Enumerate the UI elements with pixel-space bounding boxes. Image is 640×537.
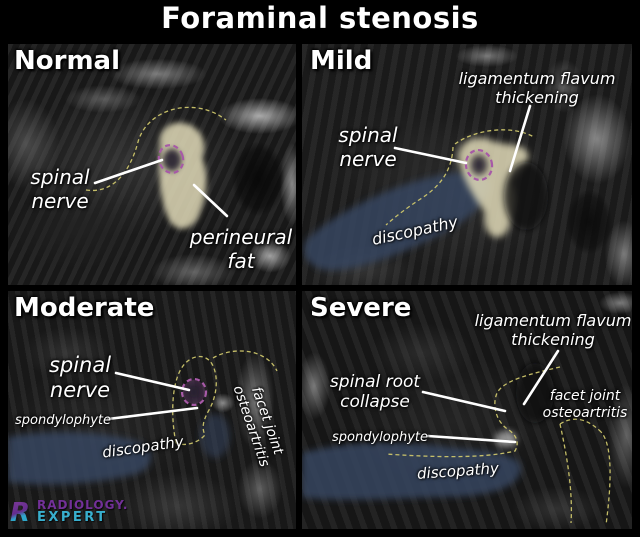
ligamentum-flavum-structure: [504, 162, 548, 230]
annotation-overlay-mild: [303, 104, 548, 271]
spondylophyte-structure: [495, 431, 517, 447]
leader-spinal-nerve: [393, 146, 468, 165]
panel-label-normal: Normal: [14, 46, 120, 76]
panel-label-mild: Mild: [310, 46, 373, 76]
logo-text: RADIOLOGY. EXPERT: [37, 499, 128, 525]
figure-title: Foraminal stenosis: [161, 1, 479, 35]
leader-ligamentum-flavum: [508, 104, 532, 173]
mri-image-moderate: [8, 291, 296, 529]
leader-ligamentum-flavum: [522, 349, 560, 406]
disc-overlay: [302, 443, 522, 500]
annotation-perineural-fat: perineural fat: [189, 225, 293, 273]
annotation-spinal-nerve: spinal nerve: [338, 123, 398, 171]
leader-spondylophyte: [426, 434, 517, 444]
facet-capsule-arch: [559, 418, 600, 431]
annotation-overlay-severe: [302, 349, 611, 526]
facet-capsule-left-leg: [559, 423, 573, 524]
foramen-outline: [85, 106, 227, 192]
annotation-spinal-nerve: spinal nerve: [30, 165, 90, 213]
foramen-outline-left: [385, 146, 454, 226]
spinal-nerve-structure: [163, 149, 181, 171]
disc-overlay: [303, 171, 491, 271]
spinal-nerve-structure: [186, 383, 202, 401]
foramen-outline: [385, 366, 561, 458]
leader-perineural-fat: [192, 183, 229, 218]
panel-label-moderate: Moderate: [14, 293, 155, 323]
svg-text:R: R: [10, 498, 30, 526]
annotation-spinal-root-collapse: spinal root collapse: [329, 372, 421, 413]
leader-spinal-root-collapse: [421, 390, 507, 413]
spinal-nerve-circle: [157, 144, 185, 174]
annotation-ligamentum-flavum: ligamentum flavum thickening: [458, 69, 616, 107]
ligamentum-flavum-structure: [516, 363, 554, 423]
annotation-ligamentum-flavum: ligamentum flavum thickening: [474, 311, 632, 349]
spinal-nerve-circle: [464, 148, 494, 182]
radiology-expert-logo: R RADIOLOGY. EXPERT: [10, 498, 128, 526]
foramen-outline-top: [454, 129, 535, 145]
logo-brand-line1: RADIOLOGY.: [37, 497, 129, 512]
annotation-facet-joint: facet joint osteoartritis: [542, 388, 628, 421]
annotation-spondylophyte: spondylophyte: [14, 413, 111, 428]
leader-spinal-nerve: [114, 371, 191, 392]
panel-label-severe: Severe: [310, 293, 412, 323]
radiology-expert-r-monogram-icon: R: [10, 498, 30, 526]
disc-overlay: [8, 432, 151, 485]
panel-moderate: Moderate spinal nerve spondylophyte disc…: [8, 291, 296, 529]
disc-overlay-extension: [200, 414, 230, 458]
perineural-fat-highlight: [159, 122, 207, 229]
annotation-overlay-normal: [85, 106, 229, 229]
panel-normal: Normal spinal nerve perineural fat: [8, 44, 296, 285]
foramen-outline: [172, 355, 217, 446]
logo-brand-line2: EXPERT: [37, 510, 108, 526]
panel-severe: Severe ligamentum flavum thickening spin…: [302, 291, 632, 529]
annotation-spondylophyte: spondylophyte: [331, 430, 428, 445]
panel-mild: Mild ligamentum flavum thickening spinal…: [302, 44, 632, 285]
leader-spinal-nerve: [93, 158, 164, 185]
annotation-spinal-nerve: spinal nerve: [48, 353, 112, 402]
annotation-overlay-moderate: [8, 350, 278, 485]
leader-spondylophyte: [106, 406, 199, 421]
facet-capsule-right-leg: [598, 429, 611, 526]
spinal-nerve-circle: [180, 377, 208, 407]
spinal-nerve-structure: [471, 155, 487, 175]
foramen-outline-top-right: [212, 350, 278, 372]
